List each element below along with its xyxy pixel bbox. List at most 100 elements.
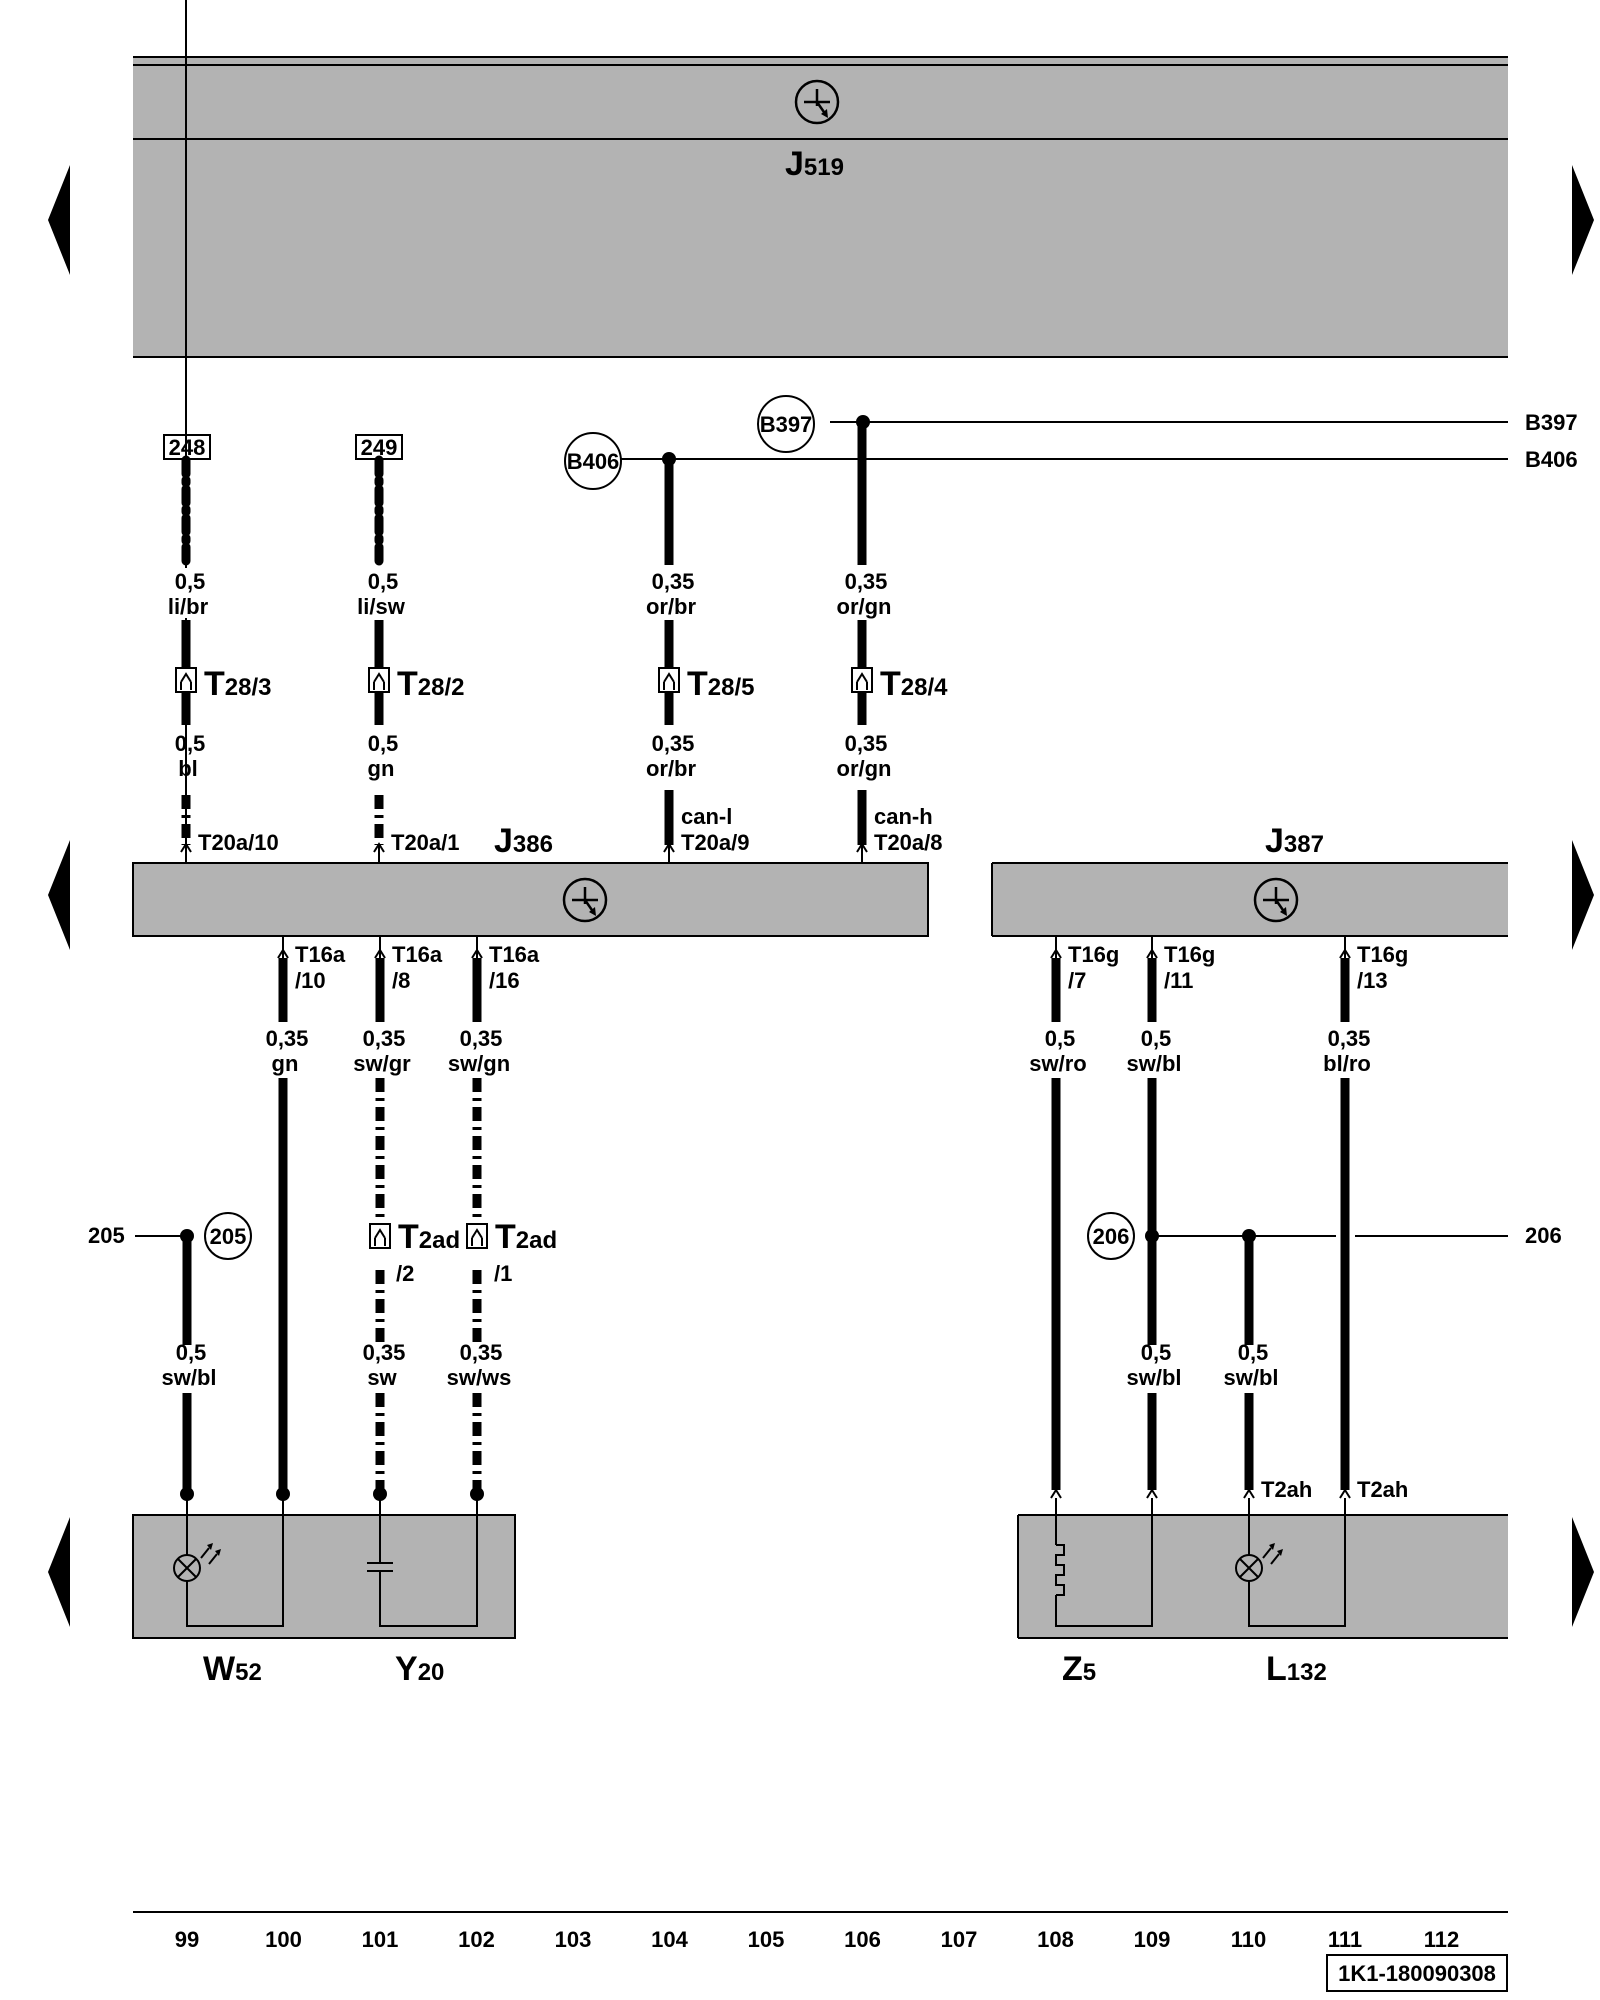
- svg-text:sw/bl: sw/bl: [1126, 1051, 1181, 1076]
- svg-text:0,5: 0,5: [1238, 1340, 1269, 1365]
- pins-bottom-labels: T16a /10 T16a /8 T16a /16 T16g /7 T16g /…: [295, 942, 1408, 993]
- node-b406[interactable]: B406: [564, 432, 622, 490]
- arrow-left-middle-icon[interactable]: [48, 840, 70, 950]
- edge-label-205: 205: [88, 1223, 125, 1248]
- svg-text:0,35: 0,35: [266, 1026, 309, 1051]
- svg-text:/1: /1: [494, 1261, 512, 1286]
- svg-text:or/gn: or/gn: [837, 594, 892, 619]
- svg-text:or/br: or/br: [646, 594, 697, 619]
- arrow-left-top-icon[interactable]: [48, 165, 70, 275]
- wire-lower-205: 205 205: [88, 1212, 252, 1501]
- scale-label: 111: [1328, 1927, 1362, 1952]
- module-j387: [991, 862, 1508, 937]
- svg-text:T20a/10: T20a/10: [198, 830, 279, 855]
- svg-text:0,5: 0,5: [175, 731, 206, 756]
- label-l132: L132: [1266, 1650, 1327, 1688]
- svg-text:li/sw: li/sw: [357, 594, 406, 619]
- wire-lower-206: 206 206: [1087, 1212, 1562, 1490]
- connector-t28-5[interactable]: T28/5: [658, 665, 755, 703]
- pin-stubs-bottom: [277, 936, 1351, 959]
- svg-text:T16a: T16a: [295, 942, 346, 967]
- svg-text:0,35: 0,35: [460, 1340, 503, 1365]
- svg-text:sw/ro: sw/ro: [1029, 1051, 1086, 1076]
- node-b397[interactable]: B397: [757, 395, 815, 453]
- svg-text:T2ah: T2ah: [1357, 1477, 1408, 1502]
- svg-text:sw/bl: sw/bl: [1223, 1365, 1278, 1390]
- wire-lower-a2: [373, 958, 387, 1501]
- pins-j386-top: T20a/10 T20a/1 can-l T20a/9 can-h T20a/8…: [198, 804, 1324, 860]
- arrow-right-bottom-icon[interactable]: [1572, 1517, 1594, 1627]
- connector-t28-2[interactable]: T28/2: [368, 665, 465, 703]
- connector-t2ad-2[interactable]: T2ad /2: [369, 1218, 460, 1286]
- svg-text:T28/5: T28/5: [687, 665, 755, 703]
- scale-label: 101: [362, 1927, 399, 1952]
- arrow-right-top-icon[interactable]: [1572, 165, 1594, 275]
- svg-text:0,5: 0,5: [368, 569, 399, 594]
- scale-label: 99: [175, 1927, 199, 1952]
- connector-t28-3[interactable]: T28/3: [175, 665, 272, 703]
- svg-text:T28/4: T28/4: [880, 665, 948, 703]
- svg-text:0,5: 0,5: [1141, 1340, 1172, 1365]
- svg-text:gn: gn: [272, 1051, 299, 1076]
- diagram-id: 1K1-180090308: [1338, 1961, 1496, 1986]
- svg-text:T20a/9: T20a/9: [681, 830, 750, 855]
- diagram-id-box: 1K1-180090308: [1326, 1954, 1508, 1992]
- svg-text:T2ad: T2ad: [495, 1218, 557, 1256]
- svg-text:bl/ro: bl/ro: [1323, 1051, 1371, 1076]
- svg-text:sw/gr: sw/gr: [353, 1051, 411, 1076]
- arrow-left-bottom-icon[interactable]: [48, 1517, 70, 1627]
- arrow-right-middle-icon[interactable]: [1572, 840, 1594, 950]
- svg-text:B406: B406: [567, 449, 620, 474]
- scale-label: 109: [1134, 1927, 1171, 1952]
- edge-label-b406: B406: [1525, 447, 1578, 472]
- svg-text:/2: /2: [396, 1261, 414, 1286]
- connector-t28-4[interactable]: T28/4: [851, 665, 948, 703]
- svg-text:sw/bl: sw/bl: [161, 1365, 216, 1390]
- label-j386: J386: [494, 822, 553, 860]
- svg-text:0,35: 0,35: [652, 731, 695, 756]
- label-z5: Z5: [1062, 1650, 1096, 1688]
- svg-text:T20a/8: T20a/8: [874, 830, 943, 855]
- scale-label: 106: [844, 1927, 881, 1952]
- svg-text:T20a/1: T20a/1: [391, 830, 460, 855]
- connector-t2ad-1[interactable]: T2ad /1: [466, 1218, 557, 1286]
- svg-text:or/gn: or/gn: [837, 756, 892, 781]
- svg-text:/10: /10: [295, 968, 326, 993]
- svg-text:0,5: 0,5: [1141, 1026, 1172, 1051]
- svg-text:/7: /7: [1068, 968, 1086, 993]
- node-205[interactable]: 205: [204, 1212, 252, 1260]
- svg-text:/11: /11: [1164, 968, 1193, 993]
- svg-text:0,35: 0,35: [460, 1026, 503, 1051]
- svg-text:can-h: can-h: [874, 804, 933, 829]
- scale-label: 103: [555, 1927, 592, 1952]
- svg-text:0,35: 0,35: [363, 1340, 406, 1365]
- edge-label-b397: B397: [1525, 410, 1578, 435]
- module-j386: [132, 862, 929, 937]
- svg-text:0,5: 0,5: [1045, 1026, 1076, 1051]
- svg-text:T16g: T16g: [1068, 942, 1119, 967]
- svg-text:0,35: 0,35: [1328, 1026, 1371, 1051]
- svg-text:sw: sw: [367, 1365, 397, 1390]
- svg-text:B397: B397: [760, 412, 813, 437]
- module-w52-y20: W52 Y20: [132, 1494, 516, 1688]
- svg-text:sw/ws: sw/ws: [447, 1365, 512, 1390]
- module-j519: J519: [133, 56, 1508, 358]
- can-bus-lines: B397 B406 B406 B397: [564, 395, 1578, 490]
- scale-label: 100: [265, 1927, 302, 1952]
- heater-z5-icon: [1055, 1544, 1065, 1596]
- svg-text:0,5: 0,5: [368, 731, 399, 756]
- svg-text:206: 206: [1093, 1224, 1130, 1249]
- svg-text:T16a: T16a: [489, 942, 540, 967]
- svg-text:li/br: li/br: [168, 594, 209, 619]
- wire-labels-upper: 0,5 li/br 0,5 li/sw 0,35 or/br 0,35 or/g…: [168, 568, 892, 781]
- svg-text:0,5: 0,5: [175, 569, 206, 594]
- node-206[interactable]: 206: [1087, 1212, 1135, 1260]
- edge-label-206: 206: [1525, 1223, 1562, 1248]
- wire-lower-a1: [276, 958, 290, 1501]
- svg-text:T16g: T16g: [1357, 942, 1408, 967]
- svg-text:T16g: T16g: [1164, 942, 1215, 967]
- svg-text:0,35: 0,35: [363, 1026, 406, 1051]
- svg-text:0,5: 0,5: [176, 1340, 207, 1365]
